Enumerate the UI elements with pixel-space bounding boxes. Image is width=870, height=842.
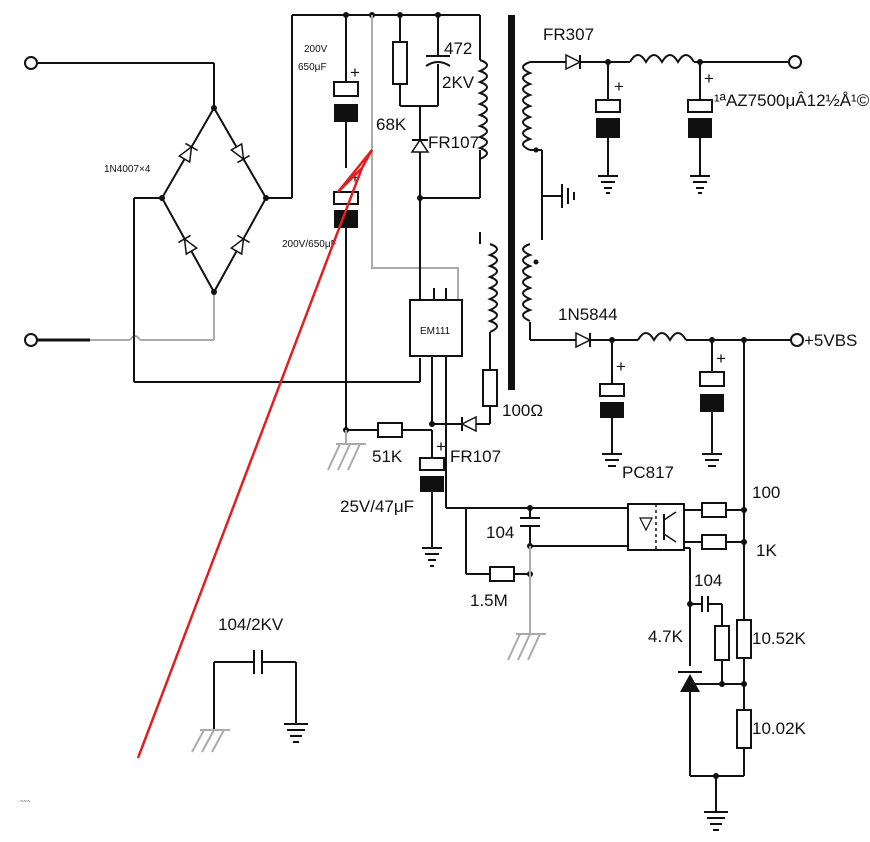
svg-text:+: + (616, 357, 626, 376)
fr107-top-label: FR107 (428, 133, 479, 152)
bridge-diode (229, 234, 250, 256)
r-10-02k-label: 10.02K (752, 719, 807, 738)
controller-ic: EM111 (409, 288, 463, 508)
bridge-diode (229, 142, 250, 164)
cap-104-a-label: 104 (486, 523, 514, 542)
snubber-resistor-68k (392, 15, 438, 107)
5vbs-output-label: +5VBS (804, 331, 857, 350)
5v-output-stage: + + (530, 331, 804, 467)
resistor-100ohm (476, 369, 498, 425)
bridge-diode (178, 234, 199, 256)
svg-text:+: + (716, 349, 726, 368)
cap-472-line2: 2KV (442, 73, 475, 92)
r-51k-label: 51K (372, 447, 403, 466)
y-capacitor-104-2kv (191, 650, 308, 753)
r-1-5m-label: 1.5M (470, 591, 508, 610)
r-4-7k-label: 4.7K (648, 627, 684, 646)
bulk-capacitor-top: + (333, 15, 360, 168)
tl431-network (678, 547, 752, 831)
cap-472-line1: 472 (444, 39, 472, 58)
transformer (477, 15, 543, 390)
pc817-label: PC817 (622, 463, 674, 482)
capacitor-25v47uf: + (419, 430, 446, 567)
r-100ohm-label: 100Ω (502, 401, 543, 420)
resistor-100 (684, 502, 744, 518)
footer-mark: ~~~ (20, 799, 31, 805)
1n5844-label: 1N5844 (558, 305, 618, 324)
cap-200v-bottom-label: 200V/650μF (282, 239, 337, 250)
r-1k-label: 1K (756, 541, 777, 560)
cap-104-2kv-label: 104/2KV (218, 615, 284, 634)
feedback-network (446, 505, 628, 661)
ac-input-terminal-bottom (24, 292, 215, 347)
resistor-1k (684, 534, 744, 550)
bridge-rectifier (133, 15, 421, 383)
output-cap-note-label: ¹ªAZ7500μÂ12½Å¹©μ (714, 91, 870, 110)
ic-name-label: EM111 (420, 326, 451, 337)
resistor-51k (327, 422, 432, 471)
cap-25v47uf-label: 25V/47μF (340, 497, 414, 516)
ac-input-terminal-top (24, 56, 215, 108)
cap-104-b-label: 104 (694, 571, 722, 590)
svg-text:+: + (614, 77, 624, 96)
r-68k-label: 68K (376, 115, 407, 134)
svg-text:+: + (436, 437, 446, 456)
diode-fr107-bottom (429, 415, 477, 433)
r-10-52k-label: 10.52K (752, 629, 807, 648)
optocoupler-pc817 (627, 503, 685, 551)
svg-text:+: + (350, 63, 360, 82)
svg-text:+: + (350, 168, 360, 187)
cap-200v-top-line2: 650μF (298, 62, 327, 73)
fr307-label: FR307 (543, 25, 594, 44)
bridge-diode (177, 142, 198, 164)
r-100-label: 100 (752, 483, 780, 502)
cap-200v-top-line1: 200V (304, 44, 328, 55)
red-annotation-arrow (136, 149, 374, 759)
fr107-bottom-label: FR107 (450, 447, 501, 466)
bridge-label: 1N4007×4 (104, 164, 151, 175)
svg-text:+: + (704, 69, 714, 88)
snubber-capacitor-472 (425, 15, 451, 106)
top-output-stage: + + (530, 53, 802, 194)
chassis-ground-symbol (542, 184, 575, 208)
